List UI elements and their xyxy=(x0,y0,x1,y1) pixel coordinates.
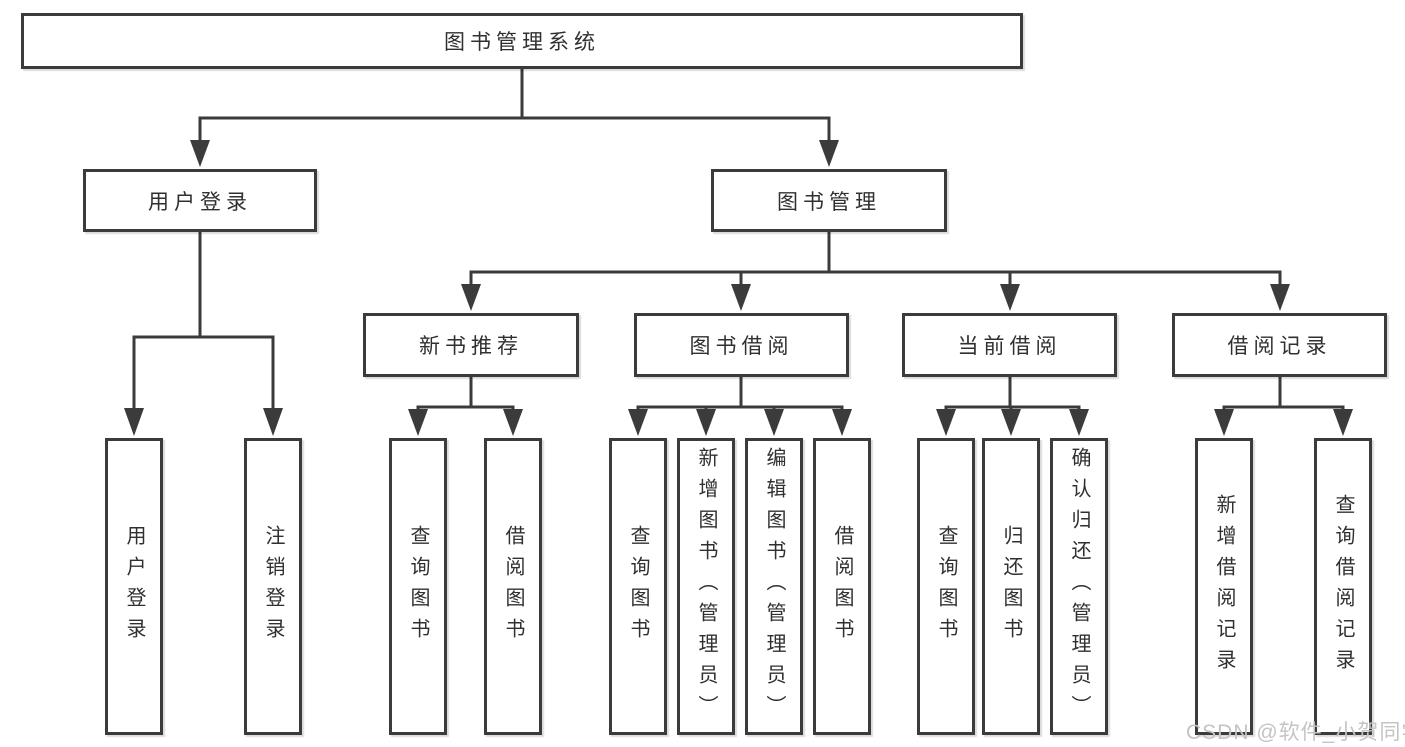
leaf-edit-book-admin: 编辑图书（管理员） xyxy=(745,438,803,735)
node-book-management: 图书管理 xyxy=(711,169,947,232)
leaf-query-books-borrow: 查询图书 xyxy=(609,438,667,735)
leaf-label: 借阅图书 xyxy=(831,524,853,649)
leaf-label: 编辑图书（管理员） xyxy=(763,447,785,726)
leaf-borrow-books: 借阅图书 xyxy=(813,438,871,735)
leaf-label: 新增借阅记录 xyxy=(1213,493,1235,680)
leaf-add-borrow-record: 新增借阅记录 xyxy=(1195,438,1253,735)
leaf-label: 归还图书 xyxy=(1000,524,1022,649)
leaf-query-books-recommend: 查询图书 xyxy=(389,438,447,735)
leaf-label: 注销登录 xyxy=(262,524,284,649)
leaf-label: 查询图书 xyxy=(935,524,957,649)
leaf-query-books-current: 查询图书 xyxy=(917,438,975,735)
node-library-system: 图书管理系统 xyxy=(21,13,1023,69)
leaf-label: 借阅图书 xyxy=(502,524,524,649)
node-book-borrow: 图书借阅 xyxy=(634,313,849,377)
leaf-logout: 注销登录 xyxy=(244,438,302,735)
leaf-label: 查询借阅记录 xyxy=(1332,493,1354,680)
leaf-add-book-admin: 新增图书（管理员） xyxy=(677,438,735,735)
leaf-label: 用户登录 xyxy=(123,524,145,649)
node-user-login: 用户登录 xyxy=(83,169,317,232)
leaf-label: 查询图书 xyxy=(627,524,649,649)
leaf-label: 查询图书 xyxy=(407,524,429,649)
node-borrow-records: 借阅记录 xyxy=(1172,313,1387,377)
node-current-borrow: 当前借阅 xyxy=(902,313,1117,377)
leaf-confirm-return-admin: 确认归还（管理员） xyxy=(1050,438,1108,735)
leaf-label: 新增图书（管理员） xyxy=(695,447,717,726)
leaf-borrow-books-recommend: 借阅图书 xyxy=(484,438,542,735)
leaf-user-login: 用户登录 xyxy=(105,438,163,735)
node-new-book-recommend: 新书推荐 xyxy=(363,313,579,377)
leaf-label: 确认归还（管理员） xyxy=(1068,447,1090,726)
leaf-return-books: 归还图书 xyxy=(982,438,1040,735)
leaf-query-borrow-record: 查询借阅记录 xyxy=(1314,438,1372,735)
watermark: CSDN @软件_小贺同学 xyxy=(1186,721,1405,744)
